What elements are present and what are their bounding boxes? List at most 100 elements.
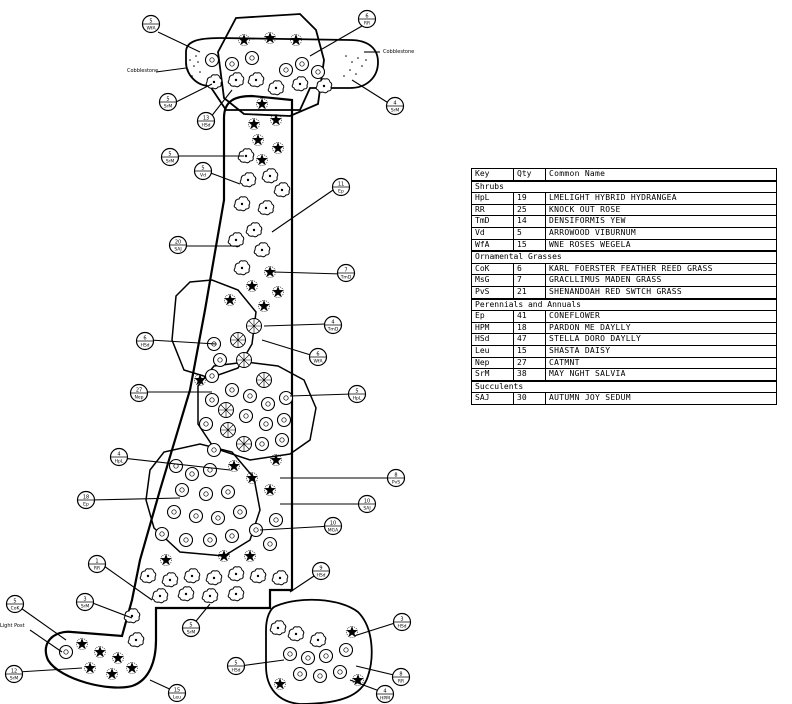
legend-qty: 5 [514, 227, 546, 239]
callout-qty: 5 [166, 97, 169, 103]
legend-key: TmD [472, 216, 514, 227]
legend-section-title: Shrubs [475, 181, 504, 191]
legend-key: PvS [472, 286, 514, 298]
cobblestone-left-label: Cobblestone [127, 68, 158, 74]
callout-qty: 5 [355, 389, 358, 395]
legend-name: MAY NGHT SALVIA [549, 369, 626, 379]
callout-code: WfA [146, 26, 156, 32]
callout-code: SAJ [174, 247, 181, 253]
callout-qty: 20 [175, 240, 181, 246]
legend-name: WNE ROSES WEGELA [549, 239, 631, 249]
callout-code: SrM [10, 676, 19, 682]
callout-code: SrM [164, 104, 173, 110]
callout-qty: 6 [365, 14, 368, 20]
legend-name: CATMNT [549, 357, 580, 367]
legend-section-title: Ornamental Grasses [475, 252, 562, 262]
legend-name: KARL FOERSTER FEATHER REED GRASS [549, 263, 713, 273]
callout-qty: 5 [168, 152, 171, 158]
legend-key: Leu [472, 345, 514, 357]
callout-code: SAJ [363, 506, 370, 512]
callout-qty: 27 [136, 388, 142, 394]
callout-qty: 4 [393, 101, 396, 107]
legend-section-row: Shrubs [472, 182, 776, 194]
callout-code: WfA [313, 359, 323, 365]
callout-qty: 5 [13, 599, 16, 605]
legend-name: GRACLLIMUS MADEN GRASS [549, 275, 662, 285]
legend-qty: 18 [514, 322, 546, 334]
callout-code: HSd [201, 123, 210, 129]
callout-qty: 11 [338, 182, 344, 188]
callout-code: SrM [391, 108, 400, 114]
callout-code: MGA [328, 528, 339, 534]
callout-qty: 5 [234, 661, 237, 667]
callout-qty: 5 [189, 623, 192, 629]
callout-code: RR [398, 679, 404, 685]
cobblestone-right-label: Cobblestone [383, 49, 414, 55]
legend-section-title: Perennials and Annuals [475, 299, 581, 309]
legend-name: PARDON ME DAYLLY [549, 322, 631, 332]
legend-name: LMELIGHT HYBRID HYDRANGEA [549, 193, 677, 203]
callout-code: TmD [327, 327, 339, 333]
callout-1-rr: 1RR [87, 554, 107, 574]
callout-qty: 13 [203, 116, 209, 122]
callout-code: PvS [392, 480, 400, 486]
callout-code: Vd [200, 173, 206, 179]
legend-name: STELLA DORO DAYLLY [549, 334, 642, 344]
callout-qty: 8 [394, 473, 397, 479]
callout-8-rr: 8RR [391, 667, 411, 687]
callout-qty: 10 [364, 499, 370, 505]
legend-qty: 38 [514, 369, 546, 380]
legend-name: AUTUMN JOY SEDUM [549, 393, 631, 403]
callout-qty: 5 [149, 19, 152, 25]
legend-qty: 6 [514, 263, 546, 275]
callout-qty: 3 [83, 597, 86, 603]
legend-qty: 14 [514, 216, 546, 227]
callout-qty: 7 [344, 268, 347, 274]
legend-section-row: Ornamental Grasses [472, 252, 776, 264]
legend-name: CONEFLOWER [549, 311, 601, 321]
callout-code: RR [364, 21, 370, 27]
callout-qty: 15 [174, 688, 180, 694]
callout-code: HSd [316, 573, 325, 579]
legend-header-qty: Qty [514, 169, 546, 180]
legend-name: DENSIFORMIS YEW [549, 216, 626, 226]
callout-code: Ep [338, 189, 344, 195]
callout-qty: 4 [383, 689, 386, 695]
callout-qty: 18 [83, 495, 89, 501]
callout-bubbles: 5WfA6RR5SrM13HSd4SrM5SrM5Vd11Ep20SAJ7TmD… [4, 9, 412, 704]
callout-code: HpL [115, 459, 124, 465]
legend-key: RR [472, 204, 514, 216]
legend-key: WfA [472, 239, 514, 251]
legend-key: HSd [472, 334, 514, 345]
legend-key: SAJ [472, 393, 514, 404]
legend-key: Vd [472, 227, 514, 239]
callout-qty: 10 [330, 521, 336, 527]
